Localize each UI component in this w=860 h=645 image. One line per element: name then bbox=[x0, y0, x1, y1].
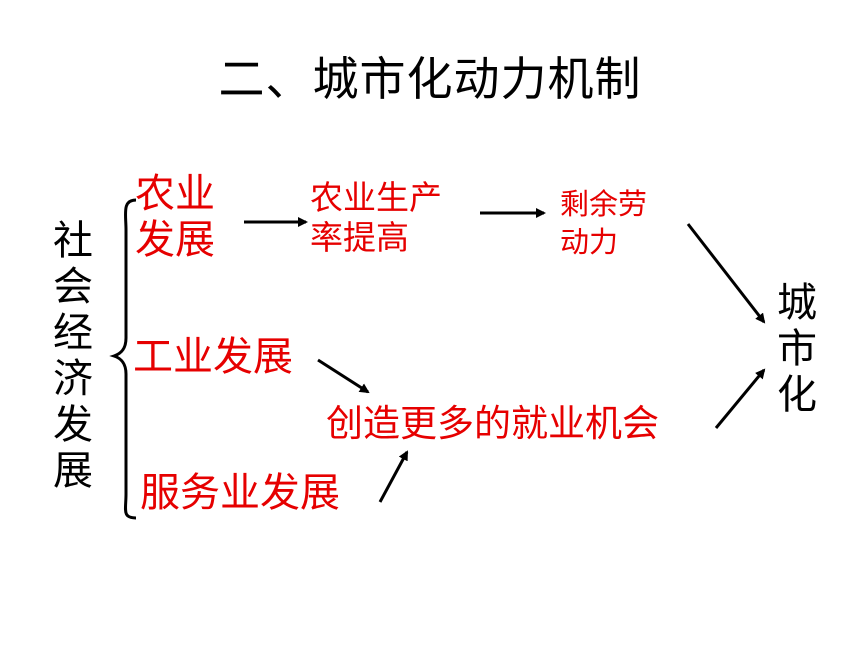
node-service-development: 服务业发展 bbox=[140, 470, 340, 516]
node-agriculture-line1: 农业 bbox=[135, 171, 215, 217]
node-industry-development: 工业发展 bbox=[133, 334, 293, 380]
node-agri-productivity: 农业生产 率提高 bbox=[310, 178, 442, 258]
node-agriculture-line2: 发展 bbox=[135, 217, 215, 263]
node-urbanization: 城 市 化 bbox=[772, 280, 822, 418]
arrow-jobs-to-urbanization bbox=[714, 368, 766, 429]
node-agri-productivity-line2: 率提高 bbox=[310, 218, 409, 257]
root-char: 济 bbox=[53, 356, 93, 402]
arrow-service-to-jobs bbox=[378, 450, 409, 503]
node-more-jobs: 创造更多的就业机会 bbox=[326, 402, 659, 445]
node-agriculture-development: 农业 发展 bbox=[135, 171, 215, 263]
result-char: 化 bbox=[777, 372, 817, 418]
root-char: 展 bbox=[53, 448, 93, 494]
root-char: 会 bbox=[53, 264, 93, 310]
node-surplus-labor-line1: 剩余劳 bbox=[560, 187, 648, 221]
root-node-social-economic-development: 社 会 经 济 发 展 bbox=[48, 218, 98, 494]
root-char: 发 bbox=[53, 402, 93, 448]
root-char: 社 bbox=[53, 218, 93, 264]
arrow-industry-to-jobs bbox=[317, 358, 370, 394]
result-char: 城 bbox=[777, 280, 817, 326]
arrow-surplus-to-urbanization bbox=[686, 223, 766, 324]
node-surplus-labor-line2: 动力 bbox=[560, 225, 619, 259]
page-title: 二、城市化动力机制 bbox=[218, 52, 642, 106]
node-surplus-labor: 剩余劳 动力 bbox=[560, 185, 647, 261]
node-agri-productivity-line1: 农业生产 bbox=[310, 178, 442, 217]
result-char: 市 bbox=[777, 326, 817, 372]
left-brace bbox=[109, 198, 137, 520]
root-char: 经 bbox=[53, 310, 93, 356]
